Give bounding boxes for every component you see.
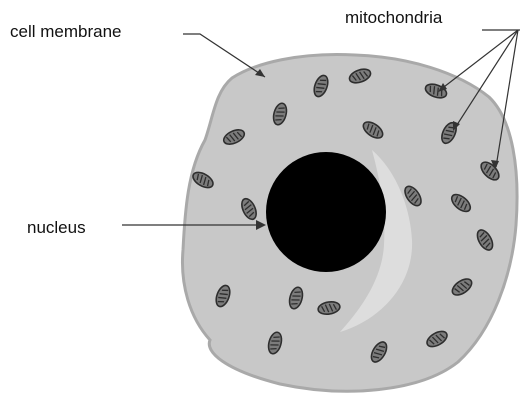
cell-membrane-label: cell membrane: [10, 23, 122, 40]
mitochondria-label: mitochondria: [345, 9, 442, 26]
nucleus: [266, 152, 386, 272]
mito-leader-1: [440, 30, 518, 90]
nucleus-label: nucleus: [27, 219, 86, 236]
